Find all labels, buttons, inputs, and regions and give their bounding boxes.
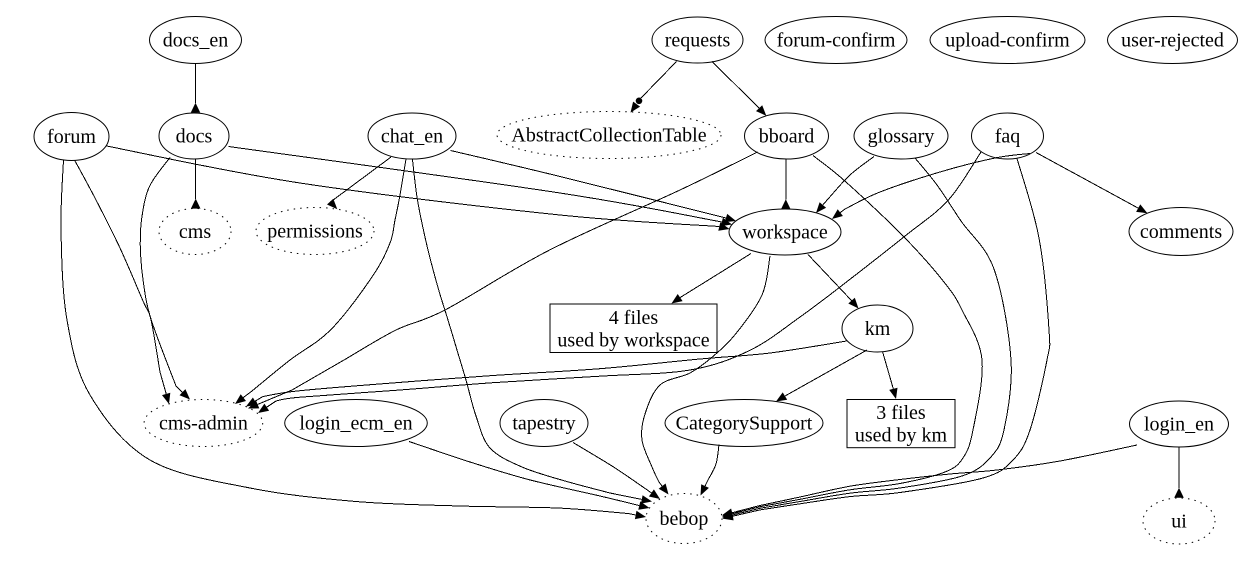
svg-text:docs: docs — [176, 126, 213, 148]
svg-text:forum-confirm: forum-confirm — [777, 30, 896, 52]
svg-text:CategorySupport: CategorySupport — [676, 413, 813, 435]
svg-text:km: km — [865, 318, 891, 340]
svg-text:bebop: bebop — [660, 508, 709, 530]
svg-text:requests: requests — [665, 30, 731, 52]
svg-text:login_en: login_en — [1144, 414, 1214, 436]
svg-text:login_ecm_en: login_ecm_en — [299, 413, 412, 435]
svg-text:docs_en: docs_en — [163, 30, 229, 52]
svg-text:4 files: 4 files — [609, 307, 659, 329]
svg-text:used by km: used by km — [855, 425, 948, 447]
svg-text:cms-admin: cms-admin — [159, 413, 248, 435]
svg-text:ui: ui — [1171, 511, 1187, 533]
svg-text:glossary: glossary — [868, 126, 935, 148]
svg-text:upload-confirm: upload-confirm — [945, 30, 1070, 52]
svg-text:bboard: bboard — [759, 126, 815, 148]
svg-text:tapestry: tapestry — [512, 413, 575, 435]
svg-text:user-rejected: user-rejected — [1121, 30, 1224, 52]
svg-text:faq: faq — [995, 126, 1021, 148]
svg-text:cms: cms — [179, 221, 211, 243]
svg-text:AbstractCollectionTable: AbstractCollectionTable — [511, 125, 706, 147]
svg-text:used by workspace: used by workspace — [557, 329, 709, 351]
svg-text:comments: comments — [1140, 221, 1222, 243]
svg-text:workspace: workspace — [742, 222, 828, 244]
svg-text:3 files: 3 files — [876, 402, 926, 424]
svg-text:chat_en: chat_en — [381, 126, 443, 148]
svg-text:forum: forum — [47, 126, 96, 148]
svg-text:permissions: permissions — [267, 221, 363, 243]
